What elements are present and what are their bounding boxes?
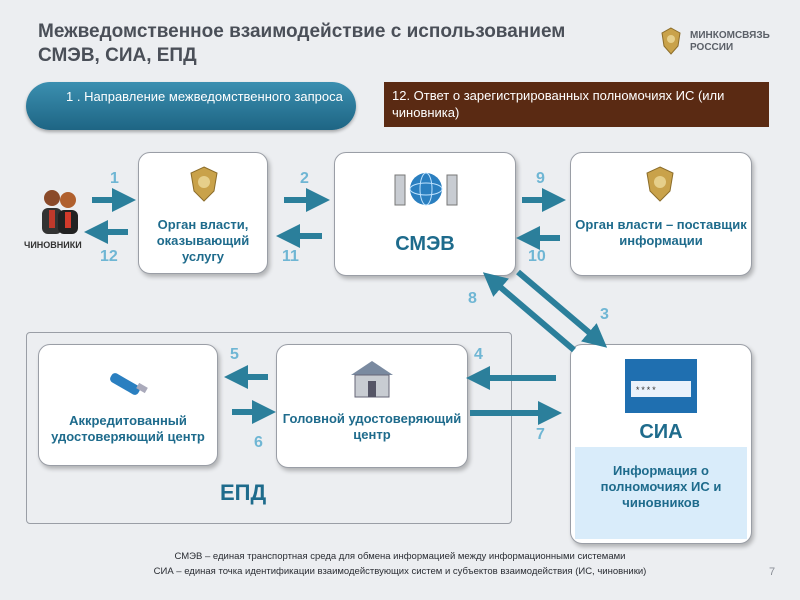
step-number-11: 11 — [282, 248, 299, 265]
step-number-6: 6 — [254, 434, 263, 451]
accredited-ca-box: Аккредитованный удостоверяющий центр — [38, 344, 218, 466]
arrow-3 — [516, 269, 608, 348]
coat-of-arms-icon — [190, 166, 218, 202]
svg-text:****: **** — [635, 386, 657, 396]
answer-step-text: 12. Ответ о зарегистрированных полномочи… — [392, 88, 725, 120]
authority-service-box: Орган власти, оказывающий услугу — [138, 152, 268, 274]
page-number: 7 — [769, 566, 776, 578]
step-number-8: 8 — [468, 290, 477, 307]
sia-label: СИА — [639, 421, 683, 443]
officials-icon — [42, 190, 78, 234]
logo-line-2: РОССИИ — [690, 42, 734, 53]
logo-line-1: МИНКОМСВЯЗЬ — [690, 30, 770, 41]
page-title: Межведомственное взаимодействие с исполь… — [38, 21, 566, 66]
step-number-12: 12 — [100, 248, 118, 265]
sia-info-panel: Информация о полномочиях ИС и чиновников — [575, 447, 747, 539]
epd-group — [26, 332, 512, 524]
step-number-9: 9 — [536, 170, 545, 187]
ministry-logo: МИНКОМСВЯЗЬ РОССИИ — [658, 26, 778, 60]
footer-smev-note: СМЭВ – единая транспортная среда для обм… — [174, 551, 626, 562]
building-icon — [351, 361, 393, 398]
epd-label: ЕПД — [220, 480, 267, 505]
request-step-label: 1 . Направление межведомственного запрос… — [26, 82, 356, 130]
step-number-5: 5 — [230, 346, 239, 363]
smev-box: СМЭВ — [334, 152, 516, 276]
step-number-4: 4 — [474, 346, 483, 363]
coat-of-arms-icon — [646, 166, 674, 202]
step-number-2: 2 — [300, 170, 309, 187]
sia-box: **** СИА Информация о полномочиях ИС и ч… — [570, 344, 752, 544]
servers-globe-icon — [394, 172, 458, 206]
accredited-ca-label: Аккредитованный удостоверяющий центр — [51, 413, 205, 444]
authority-service-label: Орган власти, оказывающий услугу — [156, 217, 250, 264]
step-number-7: 7 — [536, 426, 545, 443]
head-ca-label: Головной удостоверяющий центр — [282, 411, 462, 442]
arrow-8 — [482, 272, 576, 353]
sia-info-label: Информация о полномочиях ИС и чиновников — [600, 463, 722, 510]
footer-sia-note: СИА – единая точка идентификации взаимод… — [153, 566, 647, 577]
authority-provider-box: Орган власти – поставщик информации — [570, 152, 752, 276]
usb-token-icon — [110, 373, 148, 395]
answer-step-label: 12. Ответ о зарегистрированных полномочи… — [384, 82, 769, 127]
password-screen-icon: **** — [625, 359, 697, 413]
smev-label: СМЭВ — [395, 233, 455, 255]
step-number-3: 3 — [600, 306, 609, 323]
step-number-1: 1 — [110, 170, 119, 187]
authority-provider-label: Орган власти – поставщик информации — [575, 217, 747, 248]
request-step-text: 1 . Направление межведомственного запрос… — [66, 89, 343, 104]
head-ca-box: Головной удостоверяющий центр — [276, 344, 468, 468]
coat-of-arms-icon — [661, 27, 681, 55]
officials-label: ЧИНОВНИКИ — [24, 240, 82, 250]
step-number-10: 10 — [528, 248, 546, 265]
